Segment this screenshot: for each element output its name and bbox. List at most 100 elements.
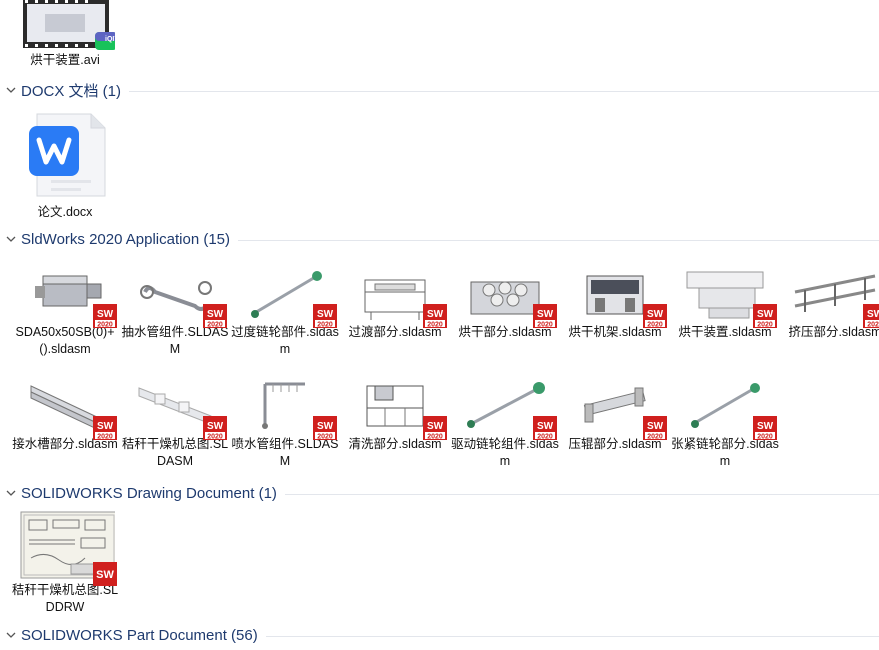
file-label: 驱动链轮组件.sldasm <box>451 437 559 468</box>
group-divider <box>129 90 879 92</box>
solidworks-icon: SW 2020 <box>863 304 879 328</box>
file-label: 秸秆干燥机总图.SLDASM <box>121 437 229 468</box>
assembly-thumbnail: SW 2020 <box>235 374 337 440</box>
chevron-down-icon[interactable] <box>5 487 17 499</box>
chevron-down-icon[interactable] <box>5 233 17 245</box>
svg-text:SW: SW <box>317 309 334 320</box>
file-item-docx[interactable]: 论文.docx <box>10 110 120 221</box>
group-header-part[interactable]: SOLIDWORKS Part Document (56) <box>0 624 879 646</box>
svg-text:SW: SW <box>427 421 444 432</box>
solidworks-icon: SW <box>93 562 117 586</box>
svg-text:2020: 2020 <box>757 322 773 329</box>
solidworks-icon: SW 2020 <box>313 416 337 440</box>
svg-text:2020: 2020 <box>757 434 773 441</box>
group-title: SldWorks 2020 Application (15) <box>21 230 231 248</box>
svg-text:SW: SW <box>97 421 114 432</box>
svg-text:2020: 2020 <box>647 322 663 329</box>
solidworks-icon: SW 2020 <box>203 416 227 440</box>
assembly-thumbnail: SW 2020 <box>455 262 557 328</box>
svg-text:SW: SW <box>867 309 879 320</box>
assembly-thumbnail: SW 2020 <box>785 262 879 328</box>
assembly-thumbnail: SW 2020 <box>15 374 117 440</box>
solidworks-icon: SW 2020 <box>423 416 447 440</box>
svg-text:2020: 2020 <box>647 434 663 441</box>
svg-text:2020: 2020 <box>867 322 879 329</box>
svg-text:SW: SW <box>96 569 114 581</box>
group-header-sldworks-app[interactable]: SldWorks 2020 Application (15) <box>0 228 879 250</box>
solidworks-icon: SW 2020 <box>753 304 777 328</box>
file-label: SDA50x50SB(0)+().sldasm <box>15 325 115 356</box>
svg-text:SW: SW <box>647 421 664 432</box>
file-label: 挤压部分.sldasm <box>788 325 879 339</box>
svg-text:SW: SW <box>317 421 334 432</box>
group-title: DOCX 文档 (1) <box>21 82 122 100</box>
svg-text:2020: 2020 <box>317 322 333 329</box>
svg-text:2020: 2020 <box>97 434 113 441</box>
assembly-thumbnail: SW 2020 <box>345 374 447 440</box>
solidworks-icon: SW 2020 <box>753 416 777 440</box>
assembly-thumbnail: SW 2020 <box>675 374 777 440</box>
assembly-thumbnail: SW 2020 <box>565 374 667 440</box>
svg-text:SW: SW <box>757 309 774 320</box>
svg-text:2020: 2020 <box>207 434 223 441</box>
file-label: 烘干装置.sldasm <box>678 325 772 339</box>
assembly-thumbnail: SW 2020 <box>565 262 667 328</box>
file-label: 抽水管组件.SLDASM <box>121 325 229 356</box>
svg-text:2020: 2020 <box>97 322 113 329</box>
svg-text:2020: 2020 <box>427 434 443 441</box>
file-item-video[interactable]: iQIYI 烘干装置.avi <box>10 0 121 69</box>
svg-text:2020: 2020 <box>317 434 333 441</box>
solidworks-icon: SW 2020 <box>643 304 667 328</box>
solidworks-icon: SW 2020 <box>533 416 557 440</box>
chevron-down-icon[interactable] <box>5 84 17 96</box>
svg-text:SW: SW <box>757 421 774 432</box>
group-header-docx[interactable]: DOCX 文档 (1) <box>0 79 879 101</box>
file-label: 过渡部分.sldasm <box>348 325 442 339</box>
solidworks-icon: SW 2020 <box>93 416 117 440</box>
svg-text:SW: SW <box>647 309 664 320</box>
iqiyi-badge-text: iQIYI <box>105 36 121 43</box>
file-label: 清洗部分.sldasm <box>348 437 442 451</box>
file-label: 论文.docx <box>37 205 93 219</box>
svg-text:2020: 2020 <box>537 434 553 441</box>
file-label: 烘干部分.sldasm <box>458 325 552 339</box>
svg-text:SW: SW <box>537 421 554 432</box>
solidworks-icon: SW 2020 <box>533 304 557 328</box>
wps-doc-icon <box>15 110 115 202</box>
file-label: 接水槽部分.sldasm <box>12 437 118 451</box>
group-header-drawing[interactable]: SOLIDWORKS Drawing Document (1) <box>0 482 879 504</box>
svg-text:SW: SW <box>537 309 554 320</box>
chevron-down-icon[interactable] <box>5 629 17 641</box>
file-item-drawing[interactable]: SW 秸秆干燥机总图.SLDDRW <box>10 510 120 616</box>
solidworks-icon: SW 2020 <box>643 416 667 440</box>
file-label: 烘干装置.avi <box>30 53 100 67</box>
file-item-sldasm[interactable]: SW 2020挤压部分.sldasm <box>780 262 879 341</box>
file-label: 烘干机架.sldasm <box>568 325 662 339</box>
assembly-thumbnail: SW 2020 <box>125 374 227 440</box>
svg-text:2020: 2020 <box>537 322 553 329</box>
svg-text:SW: SW <box>207 421 224 432</box>
group-divider <box>265 635 879 637</box>
svg-text:2020: 2020 <box>207 322 223 329</box>
file-label: 秸秆干燥机总图.SLDDRW <box>11 583 119 614</box>
